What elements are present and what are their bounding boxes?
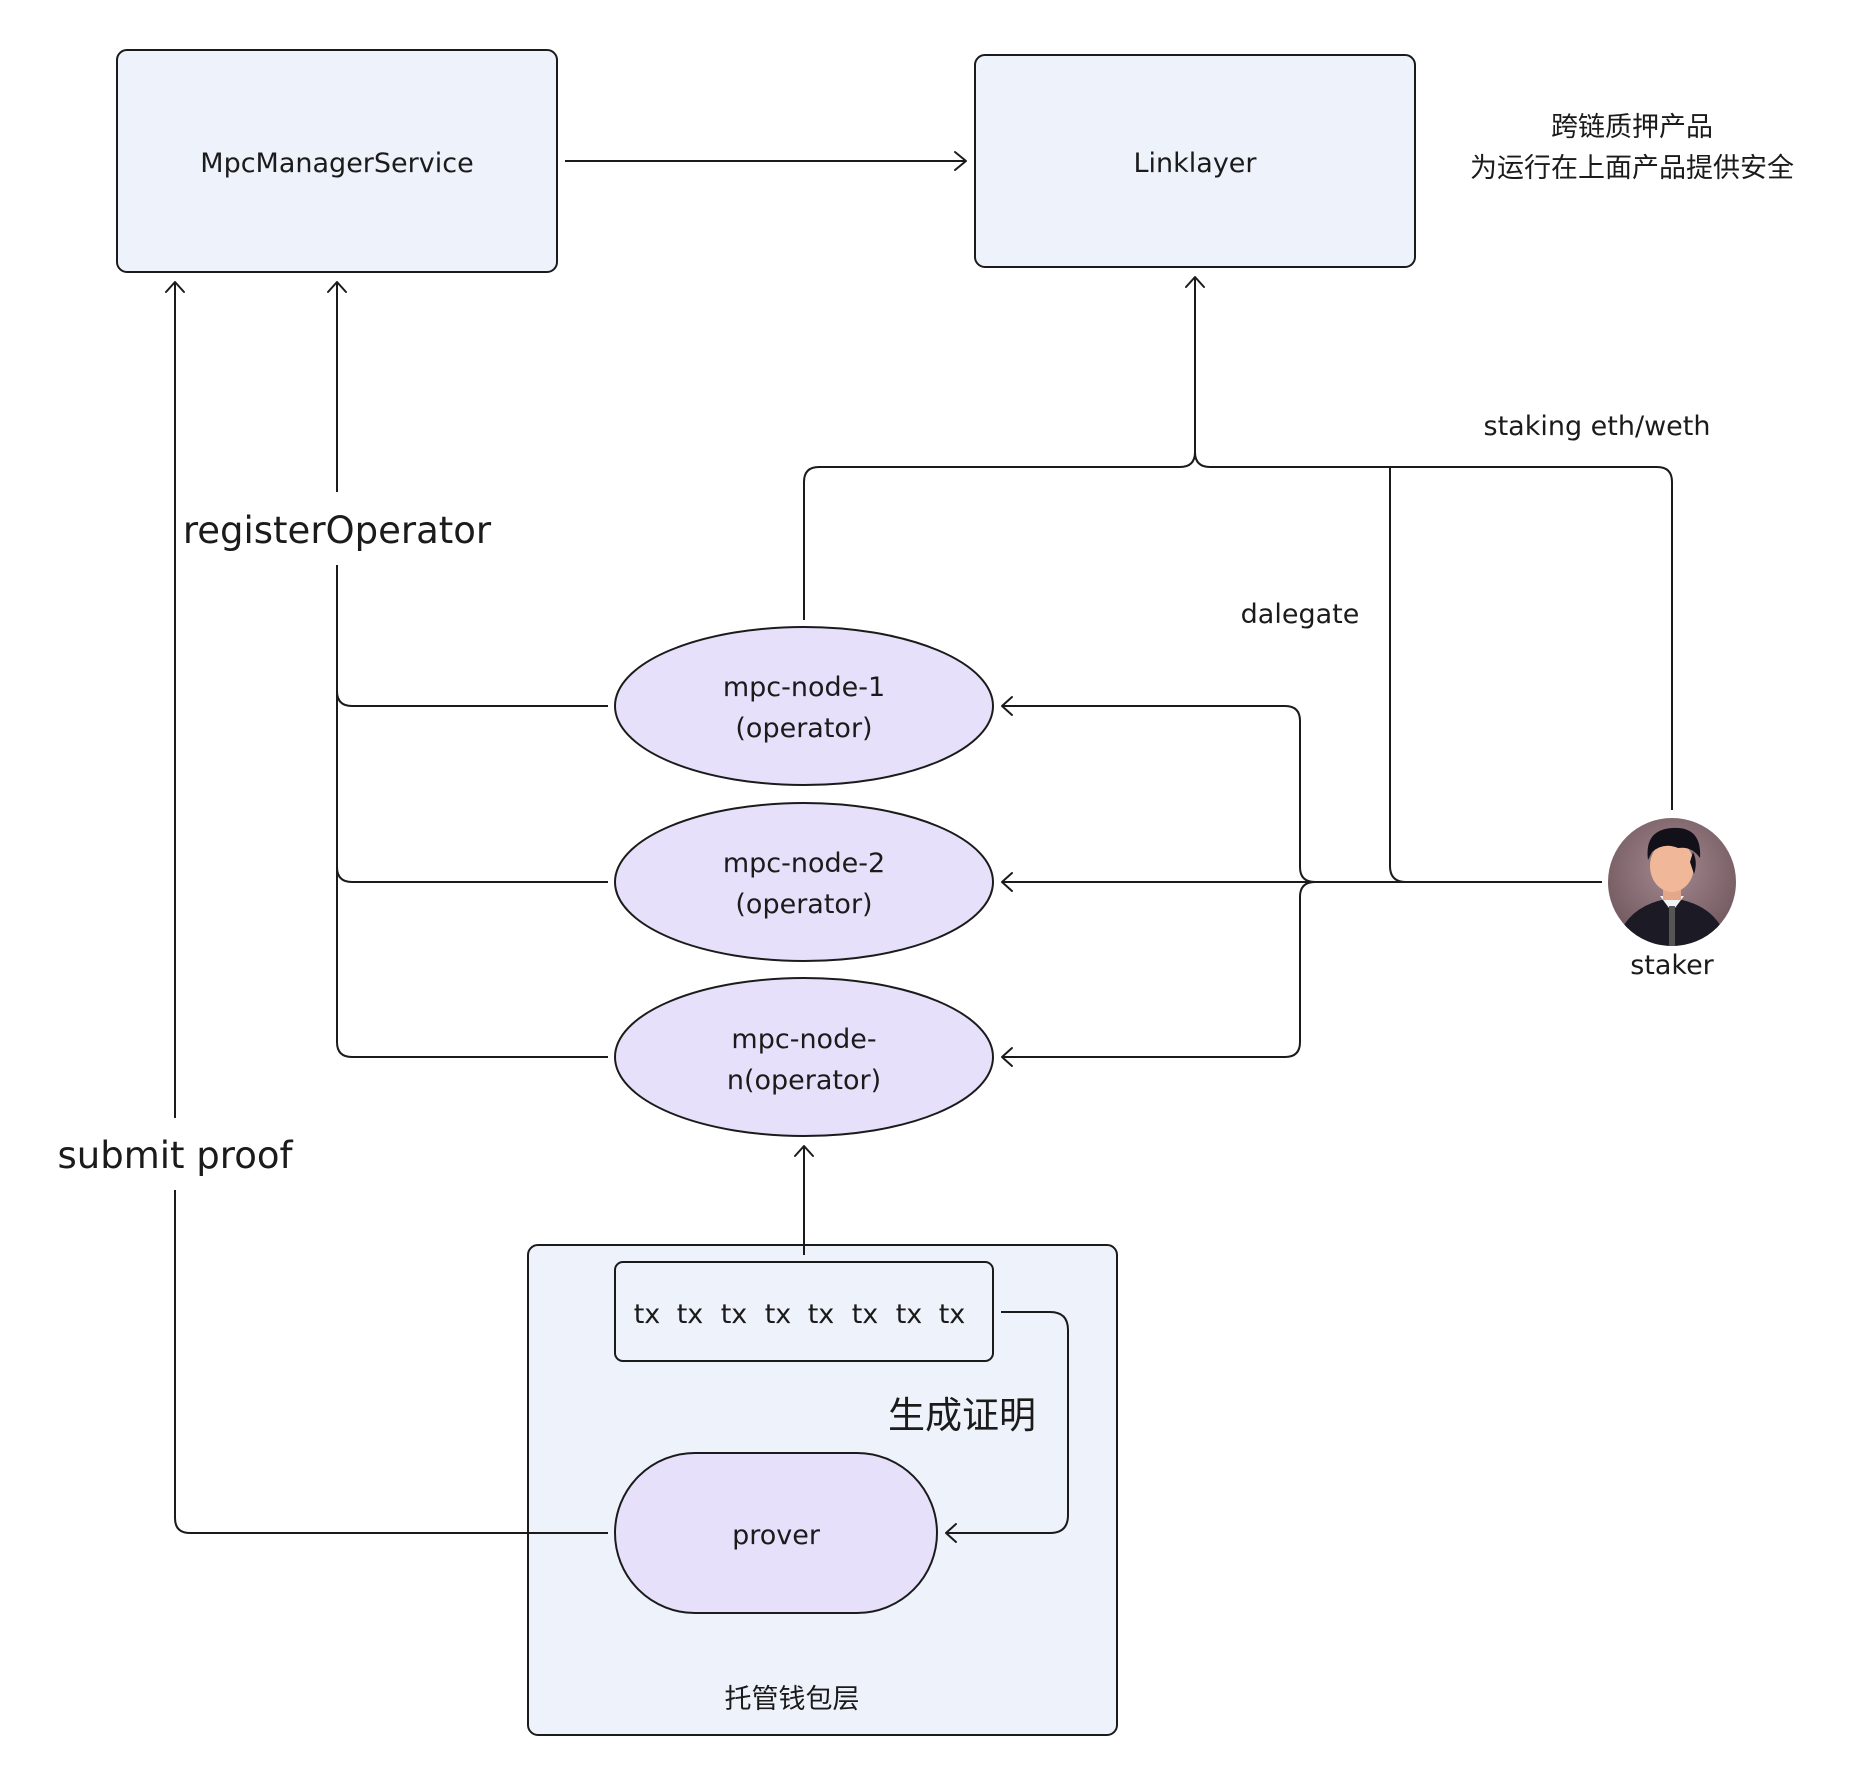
mpc-node-1[interactable]: mpc-node-1 (operator): [614, 626, 994, 786]
staking-label: staking eth/weth: [1484, 411, 1711, 442]
register-operator-connector: [327, 281, 608, 1058]
mpc-node-n[interactable]: mpc-node- n(operator): [614, 977, 994, 1137]
linklayer-box[interactable]: Linklayer: [974, 54, 1416, 268]
tx-item: tx: [808, 1299, 835, 1330]
mpc-node-1-role: (operator): [735, 713, 872, 744]
mpc-node-n-role: n(operator): [727, 1065, 881, 1096]
mpc-node-1-name: mpc-node-1: [723, 672, 885, 703]
mpc-node-n-name: mpc-node-: [731, 1024, 876, 1055]
tx-item: tx: [721, 1299, 748, 1330]
submit-proof-label: submit proof: [58, 1134, 294, 1177]
manager-to-linklayer-arrow: [565, 151, 967, 171]
staking-connector: [1194, 451, 1673, 810]
tx-item: tx: [677, 1299, 704, 1330]
mpc-manager-service-label: MpcManagerService: [200, 148, 473, 179]
tx-item: tx: [852, 1299, 879, 1330]
submit-proof-connector: [165, 281, 608, 1534]
prover-node[interactable]: prover: [614, 1452, 938, 1614]
tx-item: tx: [896, 1299, 923, 1330]
mpc-node-2-role: (operator): [735, 889, 872, 920]
person-avatar-icon: [1608, 818, 1736, 946]
mpc-node-2[interactable]: mpc-node-2 (operator): [614, 802, 994, 962]
tx-item: tx: [765, 1299, 792, 1330]
mpc-manager-service-box[interactable]: MpcManagerService: [116, 49, 558, 273]
generate-proof-label: 生成证明: [888, 1394, 1036, 1437]
product-note-line-1: 跨链质押产品: [1551, 112, 1713, 143]
product-note-line-2: 为运行在上面产品提供安全: [1470, 153, 1794, 184]
register-operator-label: registerOperator: [183, 509, 492, 552]
tx-batch-box[interactable]: tx tx tx tx tx tx tx tx: [614, 1261, 994, 1362]
tx-to-node-arrow: [794, 1145, 814, 1255]
staker-label: staker: [1630, 950, 1714, 981]
prover-label: prover: [732, 1520, 821, 1551]
delegate-connector: [1001, 467, 1602, 1067]
product-note: 跨链质押产品 为运行在上面产品提供安全: [1470, 112, 1794, 184]
mpc-node-2-name: mpc-node-2: [723, 848, 885, 879]
staker[interactable]: staker: [1608, 818, 1736, 981]
custody-wallet-layer-label: 托管钱包层: [725, 1684, 860, 1715]
delegate-label: dalegate: [1241, 599, 1360, 630]
tx-item: tx: [634, 1299, 661, 1330]
node-to-linklayer-connector: [803, 276, 1205, 620]
tx-item: tx: [939, 1299, 966, 1330]
linklayer-label: Linklayer: [1133, 148, 1257, 179]
generate-proof-connector: [945, 1311, 1069, 1543]
